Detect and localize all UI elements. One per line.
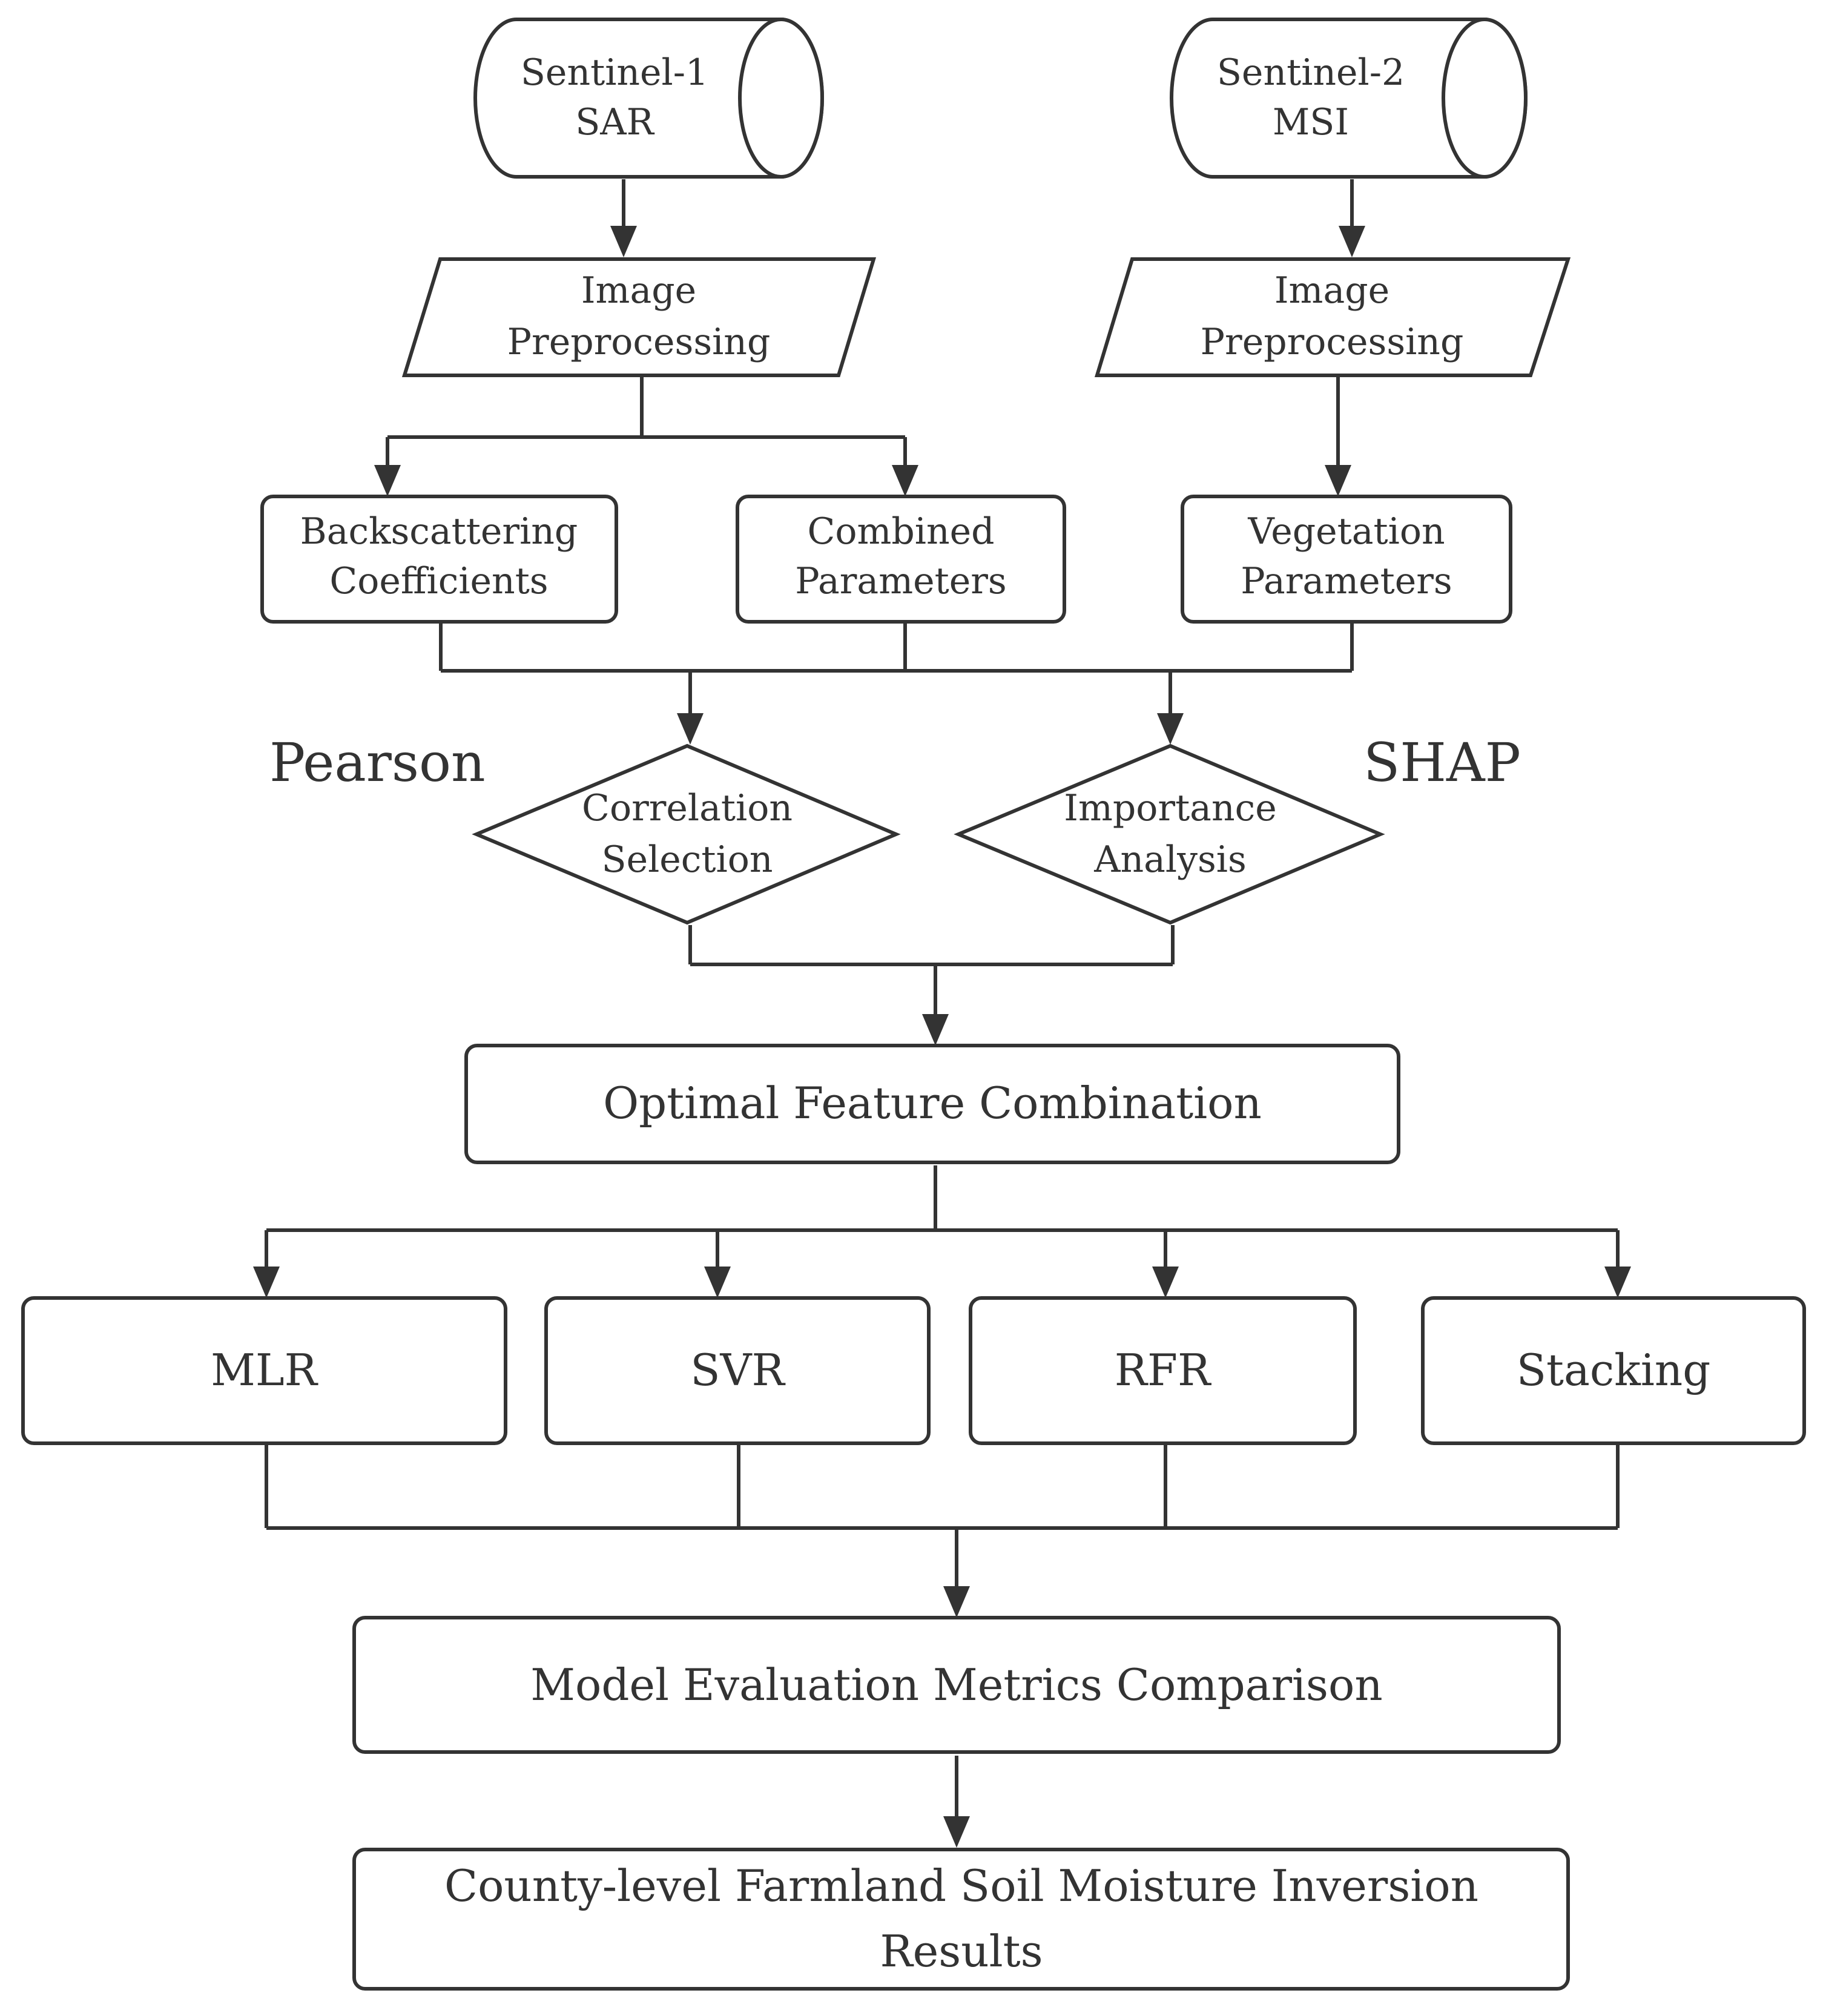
correlation-line1: Correlation [582, 787, 793, 829]
evaluation-label: Model Evaluation Metrics Comparison [530, 1659, 1382, 1710]
preprocess-left-line1: Image [581, 269, 696, 312]
correlation-selection-node: Correlation Selection [472, 743, 901, 925]
svr-label: SVR [690, 1345, 785, 1395]
stacking-node: Stacking [1421, 1296, 1806, 1445]
sentinel2-line1: Sentinel-2 [1217, 51, 1405, 94]
combined-line1: Combined [807, 510, 994, 553]
connectors [253, 179, 1631, 1848]
mlr-label: MLR [211, 1345, 318, 1395]
sentinel2-line2: MSI [1273, 101, 1349, 143]
importance-line2: Analysis [1093, 838, 1247, 881]
preprocess-left-line2: Preprocessing [507, 321, 771, 363]
backscattering-coefficients-node: Backscattering Coefficients [260, 495, 618, 624]
sentinel1-line1: Sentinel-1 [521, 51, 708, 94]
results-line2: Results [880, 1926, 1043, 1977]
sentinel1-line2: SAR [575, 101, 654, 143]
vegetation-line1: Vegetation [1247, 510, 1445, 553]
preprocess-right-line1: Image [1274, 269, 1389, 312]
shap-label: SHAP [1363, 731, 1521, 794]
pearson-label: Pearson [269, 731, 486, 794]
image-preprocessing-right-node: Image Preprocessing [1094, 257, 1571, 377]
sentinel1-sar-node: Sentinel-1 SAR [473, 18, 824, 179]
results-line1: County-level Farmland Soil Moisture Inve… [444, 1860, 1478, 1911]
importance-line1: Importance [1064, 787, 1276, 829]
image-preprocessing-left-node: Image Preprocessing [401, 257, 877, 377]
vegetation-line2: Parameters [1241, 560, 1452, 602]
correlation-line2: Selection [602, 838, 773, 881]
preprocess-right-line2: Preprocessing [1201, 321, 1464, 363]
optimal-feature-combination-node: Optimal Feature Combination [464, 1044, 1400, 1164]
rfr-label: RFR [1115, 1345, 1211, 1395]
importance-analysis-node: Importance Analysis [954, 743, 1385, 925]
vegetation-parameters-node: Vegetation Parameters [1181, 495, 1512, 624]
stacking-label: Stacking [1517, 1345, 1711, 1395]
sentinel2-msi-node: Sentinel-2 MSI [1170, 18, 1528, 179]
svr-node: SVR [544, 1296, 931, 1445]
combined-parameters-node: Combined Parameters [736, 495, 1066, 624]
combined-line2: Parameters [795, 560, 1006, 602]
rfr-node: RFR [969, 1296, 1357, 1445]
backscattering-line2: Coefficients [329, 560, 548, 602]
backscattering-line1: Backscattering [300, 510, 578, 553]
optimal-label: Optimal Feature Combination [603, 1078, 1262, 1128]
model-evaluation-node: Model Evaluation Metrics Comparison [352, 1616, 1561, 1754]
mlr-node: MLR [21, 1296, 507, 1445]
results-node: County-level Farmland Soil Moisture Inve… [352, 1848, 1570, 1991]
